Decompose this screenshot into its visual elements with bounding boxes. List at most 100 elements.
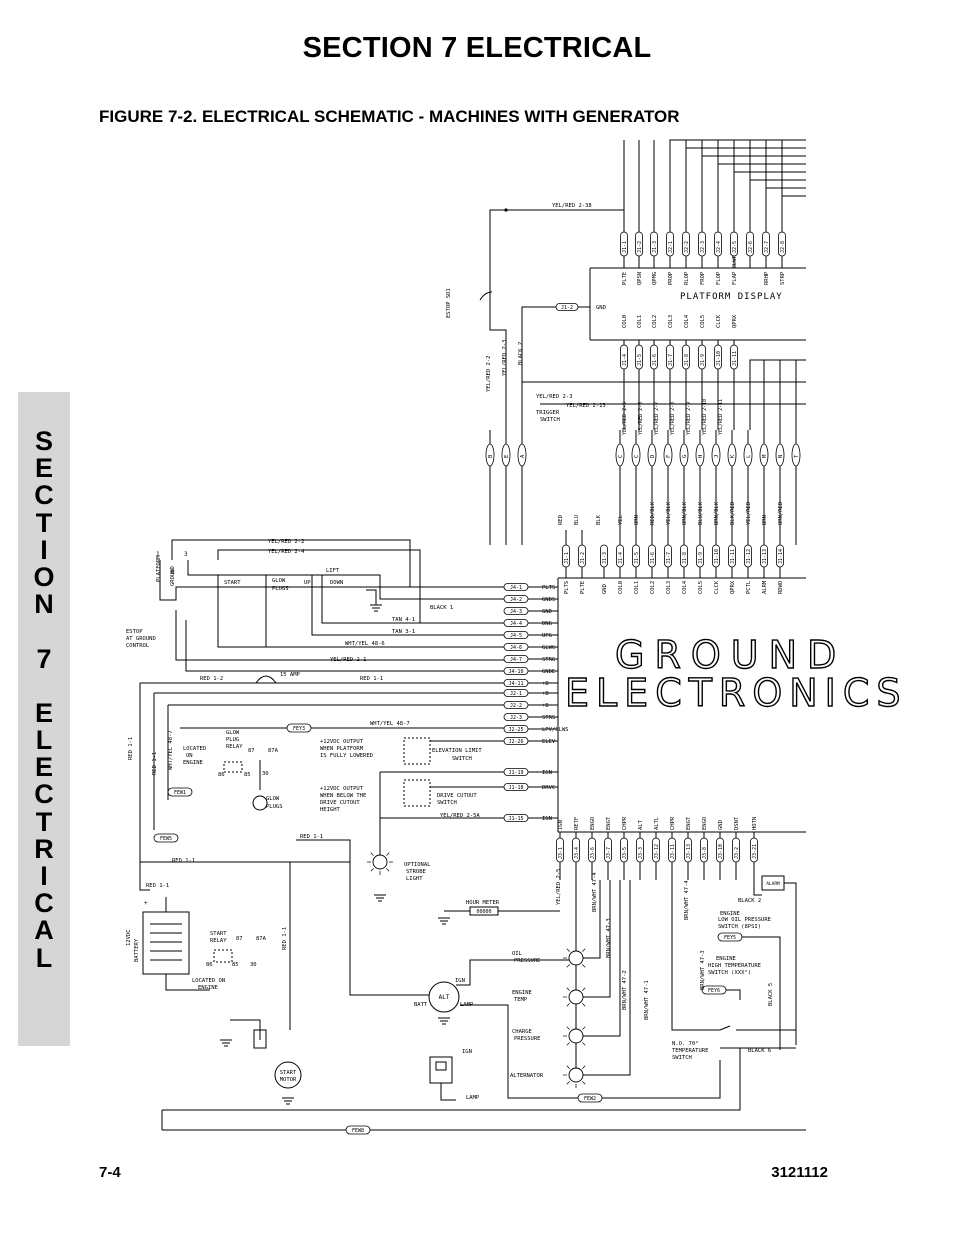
wire: [175, 610, 504, 661]
connector-pin: [503, 713, 529, 721]
harness-connector: [663, 443, 673, 467]
schematic-label: COL2: [650, 581, 656, 594]
pin-label: J3-10: [718, 844, 724, 859]
schematic-label: DRVC: [542, 785, 555, 791]
wire: [795, 359, 806, 430]
lamp-ray: [582, 987, 586, 991]
connector-pin: [680, 544, 688, 568]
schematic-label: YEL/BLK: [666, 501, 672, 525]
schematic-label: RED 1-1: [152, 752, 158, 775]
connector-pin: [503, 655, 529, 663]
connector-pin: [600, 544, 608, 568]
connector-pin: [716, 837, 724, 863]
wire: [781, 195, 806, 232]
pin-label: J1-5: [637, 354, 643, 366]
wire: [456, 959, 576, 986]
schematic-label: CLCK: [716, 314, 722, 328]
schematic-label: YEL/RED 2-2: [486, 356, 492, 392]
schematic-label: ENGO: [702, 817, 708, 830]
pin-label: J2-26: [508, 739, 523, 745]
lamp-ray: [566, 1065, 570, 1069]
schematic-label: GLOW: [226, 730, 240, 736]
wire: [165, 974, 210, 991]
schematic-label: IGN: [455, 978, 465, 984]
schematic-label: ELEVATION LIMIT: [432, 748, 482, 754]
schematic-label: C: [634, 455, 640, 458]
schematic-label: RED 1-1: [360, 676, 383, 682]
connector-pin: [556, 837, 564, 863]
pin-label: J3-4: [574, 847, 580, 859]
schematic-label: TEMPERATURE: [672, 1048, 708, 1054]
schematic-label: ENGINE: [716, 956, 736, 962]
wire: [311, 575, 504, 636]
lamp-ray: [566, 987, 570, 991]
connector-pin: [714, 344, 722, 370]
pin-label: J4-3: [510, 609, 522, 615]
schematic-label: QPRX: [730, 580, 736, 594]
side-tab-letter: O: [33, 561, 55, 592]
schematic-label: GLOW: [272, 578, 286, 584]
schematic-label: ENGINE: [183, 760, 203, 766]
connector-pin: [750, 837, 758, 863]
wire: [139, 830, 150, 891]
schematic-label: DOWN: [330, 580, 343, 586]
schematic-label: SWITCH (8PSI): [718, 924, 761, 930]
schematic-label: YEL/RED 2-7: [654, 402, 660, 435]
schematic-label: PLUG: [226, 737, 239, 743]
schematic-label: K: [730, 454, 736, 458]
schematic-label: YEL/RED 2-9: [686, 402, 692, 435]
pin-label: J2-6: [748, 241, 754, 253]
schematic-label: RED 1-1: [146, 883, 169, 889]
schematic-label: RLOP: [684, 271, 690, 285]
connector-pin: [620, 344, 628, 370]
pin-label: J2-5: [732, 241, 738, 253]
schematic-label: PLTS: [542, 585, 555, 591]
connector-pin: [776, 544, 784, 568]
pin-label: J1-2: [580, 552, 586, 564]
schematic-label: HIGH TEMPERATURE: [708, 963, 761, 969]
schematic-label: STRS: [542, 715, 555, 721]
schematic-label: ENGINE: [198, 985, 218, 991]
schematic-label: START: [224, 580, 241, 586]
schematic-label: QPRX: [732, 314, 738, 328]
connector-pin: [730, 344, 738, 370]
schematic-label: GND: [718, 820, 724, 830]
pin-label: J3-11: [670, 844, 676, 859]
schematic-label: DRIVE CUTOUT: [437, 793, 477, 799]
schematic-label: PLTS: [564, 581, 570, 594]
connector-pin: [732, 837, 740, 863]
lamp-ray: [386, 868, 390, 872]
lamp-ray: [582, 1081, 586, 1085]
connector-pin: [650, 231, 658, 257]
indicator-lamp: [568, 989, 584, 1005]
wire: [753, 880, 762, 896]
fuse-tag-label: FEY6: [708, 988, 720, 994]
lamp-ray: [582, 1042, 586, 1046]
schematic-label: TAN 4-1: [392, 617, 415, 623]
schematic-label: GROUND: [170, 566, 176, 586]
drive-cutout-switch: [403, 779, 431, 807]
schematic-label: ENGO: [590, 817, 596, 830]
fuse-tag-label: FEY5: [724, 935, 736, 941]
wire: [742, 936, 781, 1050]
schematic-label: BRN: [762, 515, 768, 525]
schematic-label: +B: [542, 681, 549, 687]
pin-label: J2-4: [716, 241, 722, 253]
ignition-key: [435, 1061, 447, 1071]
schematic-label: RELAY: [210, 938, 227, 944]
schematic-label: RETF: [574, 817, 580, 830]
pin-label: J4-7: [510, 657, 522, 663]
wire: [779, 359, 806, 430]
schematic-label: SWITCH: [452, 756, 472, 762]
connector-pin: [696, 544, 704, 568]
schematic-label: N: [778, 455, 784, 458]
schematic-label: F: [666, 455, 672, 458]
schematic-label: COL2: [652, 315, 658, 328]
harness-connector: [631, 443, 641, 467]
schematic-label: BLK: [596, 514, 602, 525]
schematic-label: YEL/RED 2-2: [268, 539, 304, 545]
pin-label: J4-1: [510, 585, 522, 591]
connector-pin: [503, 701, 529, 709]
wire: [602, 1060, 721, 1099]
